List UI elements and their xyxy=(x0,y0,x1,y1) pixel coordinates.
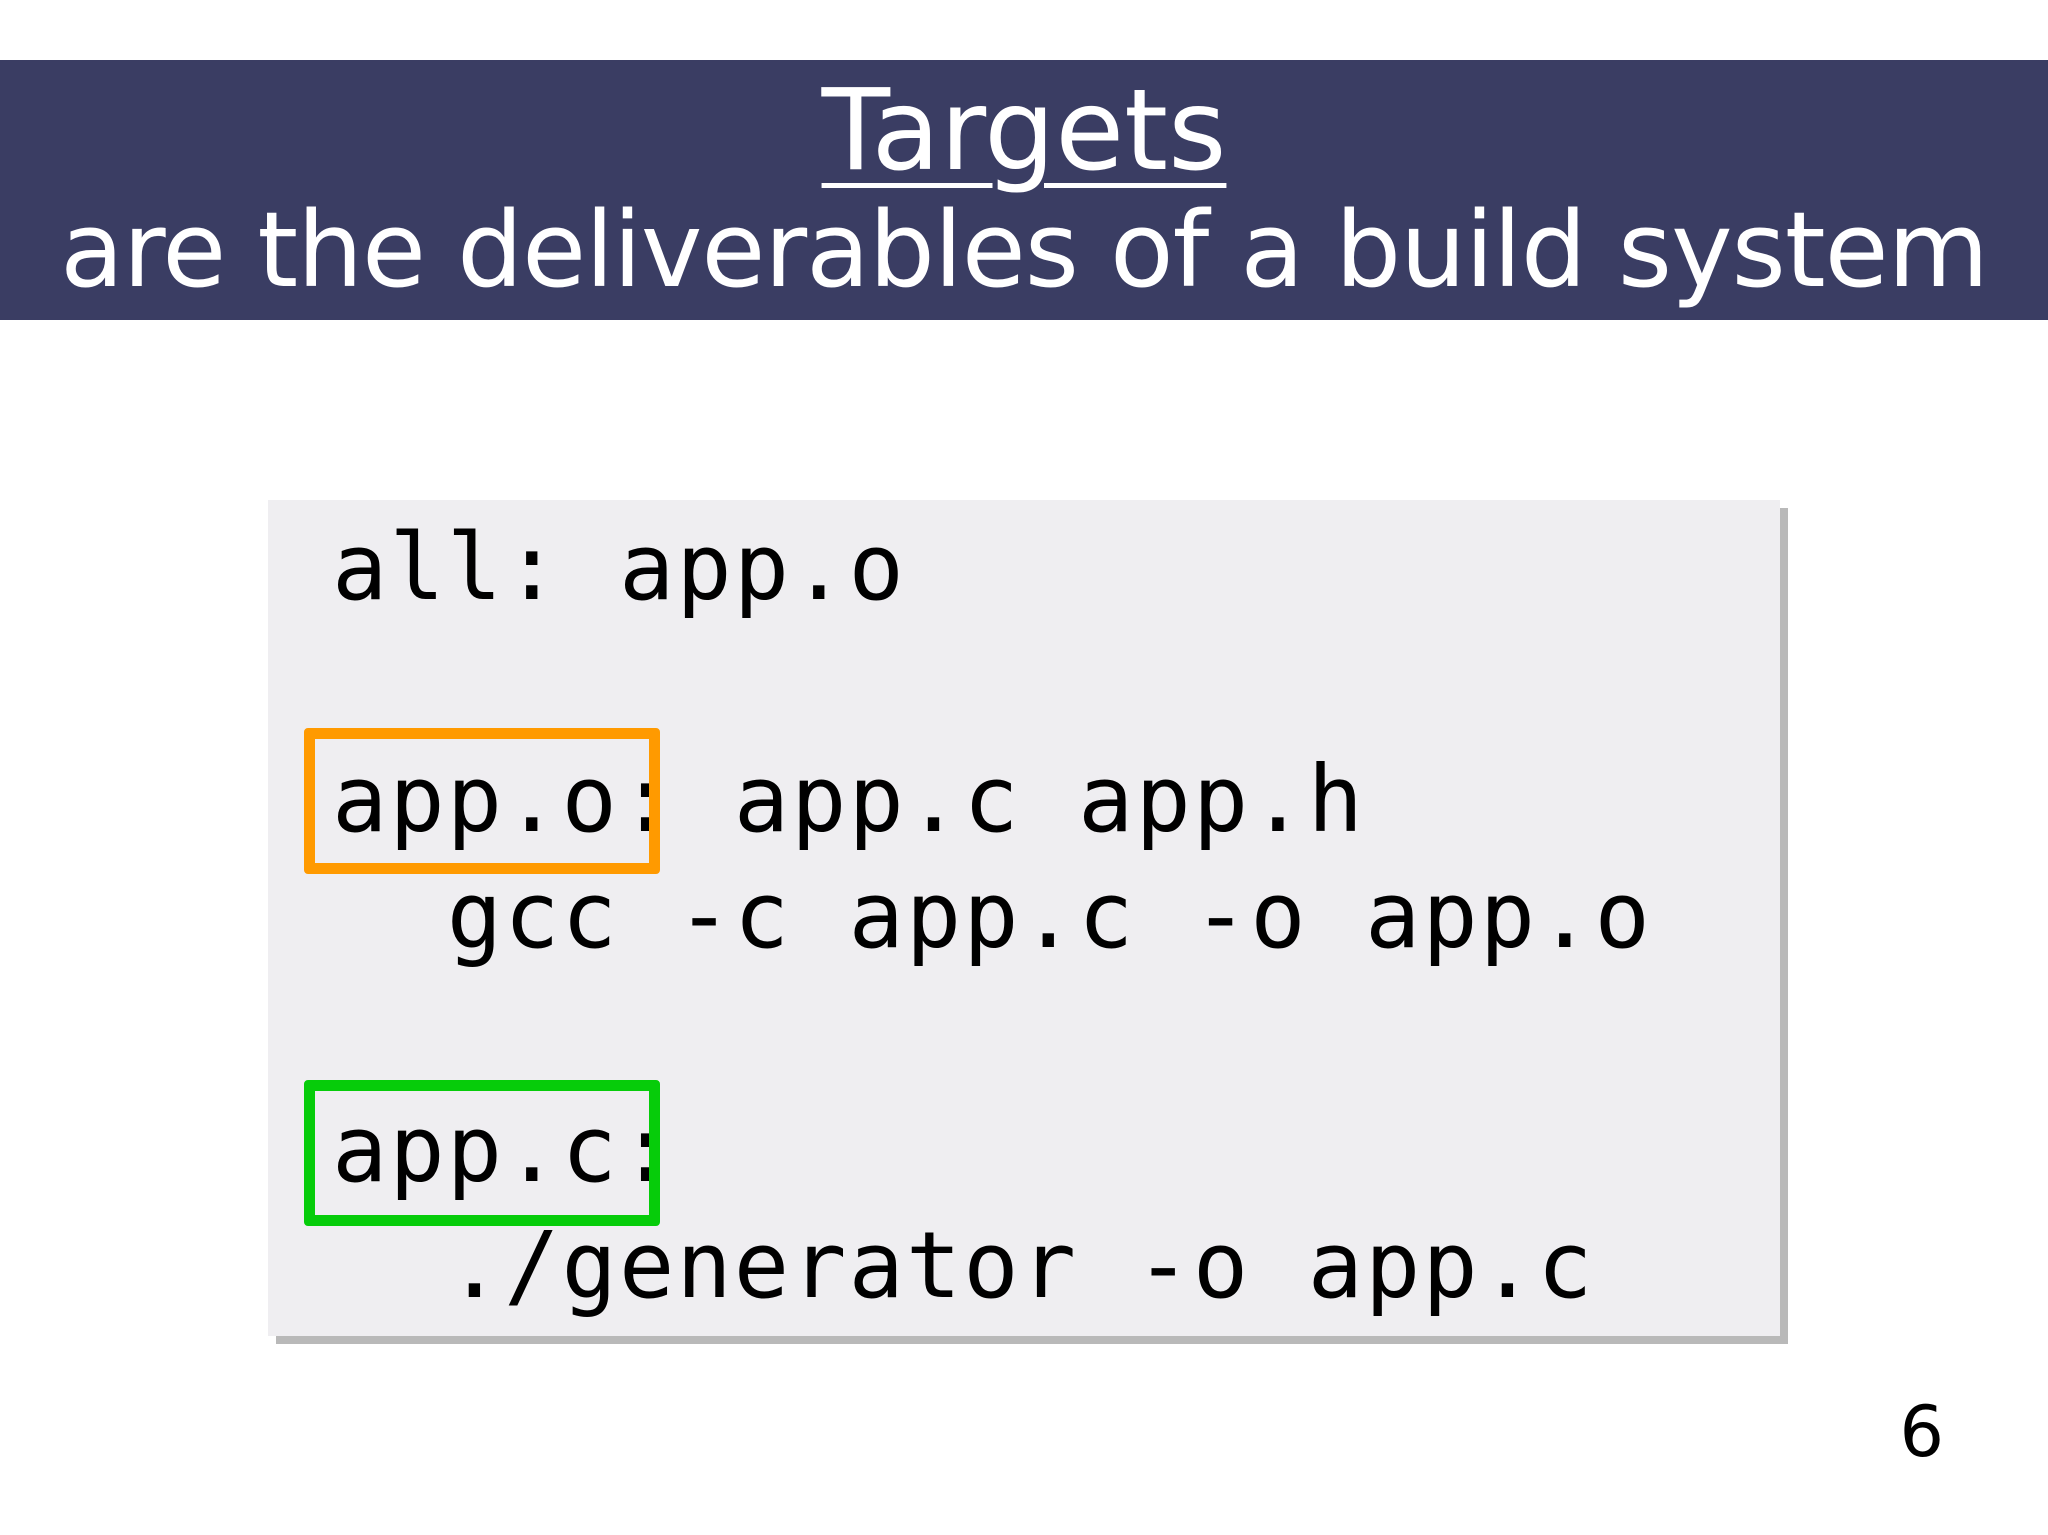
code-line: app.c: xyxy=(332,1096,677,1203)
target-highlight-orange xyxy=(304,728,660,874)
code-line: gcc -c app.c -o app.o xyxy=(332,862,1652,969)
slide-subtitle: are the deliverables of a build system xyxy=(60,189,1989,311)
slide-title: Targets xyxy=(821,66,1227,196)
code-box: all: app.o app.o: app.c app.h gcc -c app… xyxy=(268,500,1780,1336)
code-line: ./generator -o app.c xyxy=(332,1212,1595,1319)
page-number: 6 xyxy=(1899,1391,1944,1473)
slide-header: Targets are the deliverables of a build … xyxy=(0,60,2048,320)
code-line: app.o: app.c app.h xyxy=(332,746,1365,853)
target-highlight-green xyxy=(304,1080,660,1226)
code-line: all: app.o xyxy=(332,514,906,621)
